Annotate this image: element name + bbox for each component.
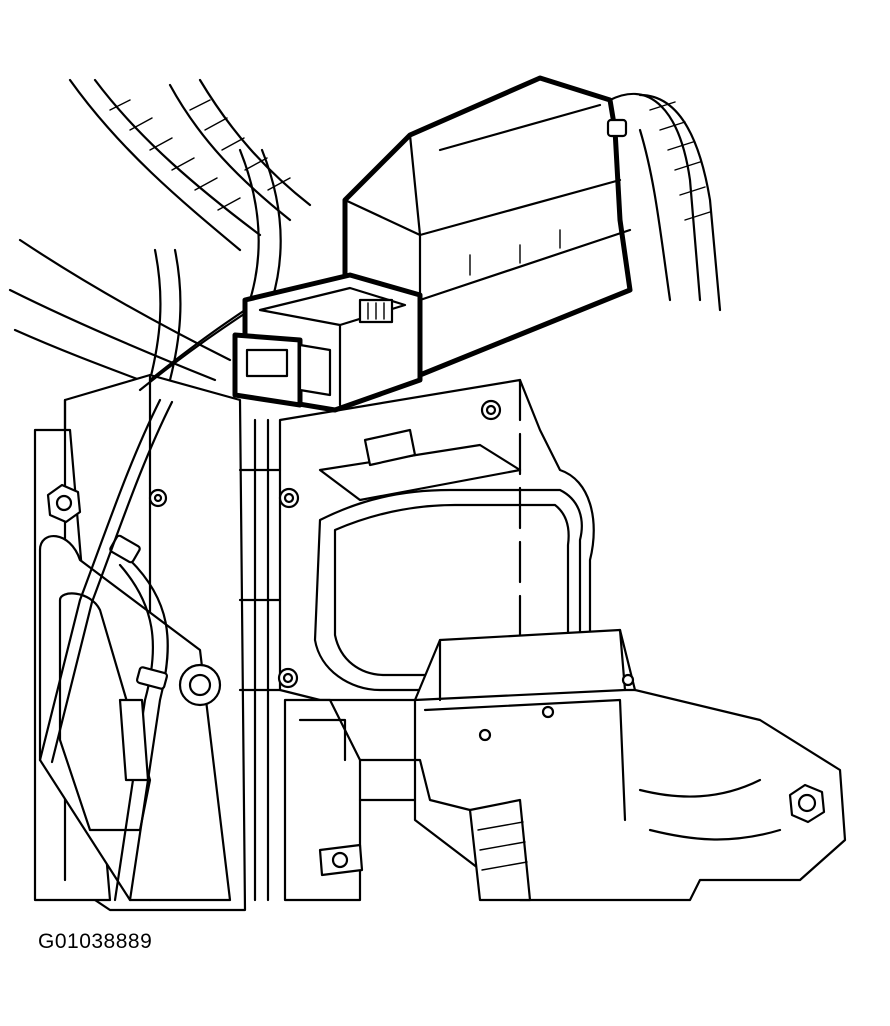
brake-lines [38,298,270,902]
pump-motor-housing [238,378,595,882]
wiring-harness-right [608,92,722,312]
abs-module-illustration [8,75,847,912]
lower-bracket-assembly [283,628,847,902]
harness-connector [232,272,423,413]
figure-id-label: G01038889 [38,930,153,953]
